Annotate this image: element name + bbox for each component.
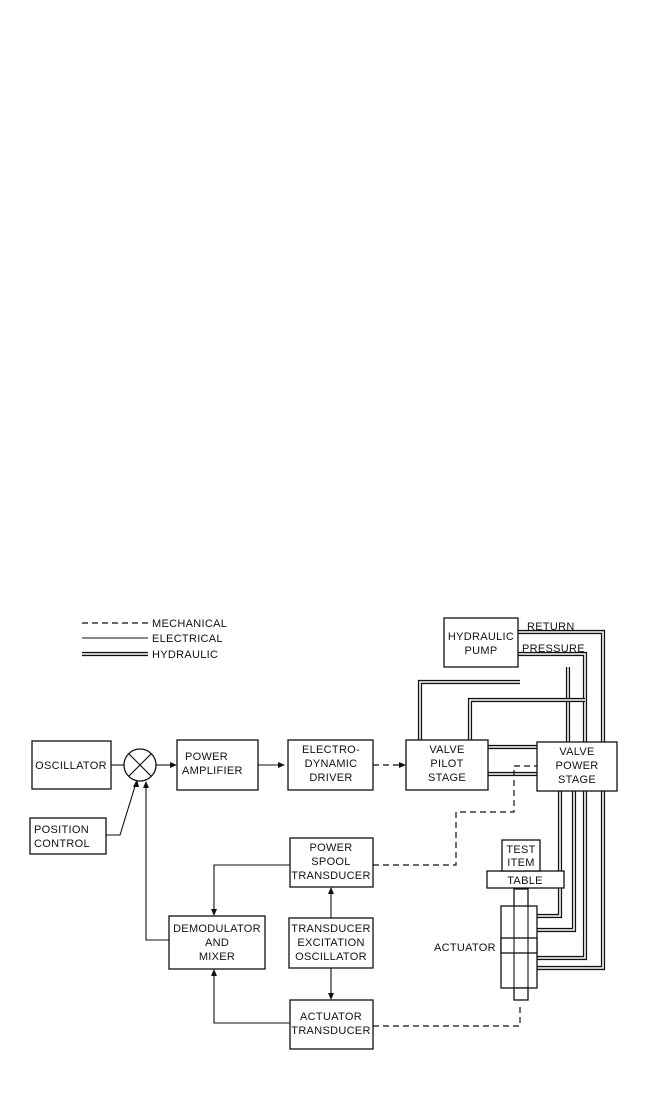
demodulator-mixer-block: DEMODULATOR AND MIXER: [169, 916, 265, 969]
position-control-block: POSITION CONTROL: [30, 818, 106, 854]
oscillator-block: OSCILLATOR: [32, 741, 111, 789]
test-item-line-2: ITEM: [507, 857, 534, 869]
transducer-excitation-oscillator-line-1: TRANSDUCER: [291, 923, 370, 935]
valve-power-stage-line-3: STAGE: [558, 774, 596, 786]
position-control-line-1: POSITION: [34, 824, 89, 836]
valve-power-stage-line-1: VALVE: [559, 746, 594, 758]
electrodynamic-driver-line-2: DYNAMIC: [305, 758, 358, 770]
legend: MECHANICAL ELECTRICAL HYDRAULIC: [82, 618, 227, 661]
valve-pilot-stage-block: VALVE PILOT STAGE: [406, 740, 488, 790]
valve-pilot-stage-line-1: VALVE: [429, 744, 464, 756]
valve-pilot-stage-line-3: STAGE: [428, 772, 466, 784]
electrodynamic-driver-line-1: ELECTRO-: [302, 744, 360, 756]
power-spool-transducer-line-1: POWER: [309, 842, 352, 854]
actuator-label: ACTUATOR: [434, 942, 496, 954]
power-amplifier-block: POWER AMPLIFIER: [177, 740, 258, 790]
valve-pilot-stage-line-2: PILOT: [430, 758, 463, 770]
hydraulic-pump-line-2: PUMP: [465, 645, 498, 657]
pressure-label: PRESSURE: [522, 643, 585, 655]
valve-power-stage-line-2: POWER: [555, 760, 598, 772]
transducer-excitation-oscillator-line-3: OSCILLATOR: [295, 951, 367, 963]
return-label: RETURN: [527, 621, 575, 633]
electrodynamic-driver-block: ELECTRO- DYNAMIC DRIVER: [288, 740, 373, 790]
power-spool-transducer-line-2: SPOOL: [311, 856, 350, 868]
table-label: TABLE: [507, 875, 543, 887]
valve-power-stage-block: VALVE POWER STAGE: [537, 742, 617, 791]
actuator-transducer-line-2: TRANSDUCER: [291, 1025, 370, 1037]
transducer-excitation-oscillator-block: TRANSDUCER EXCITATION OSCILLATOR: [289, 918, 373, 968]
electrodynamic-driver-line-3: DRIVER: [309, 772, 352, 784]
actuator-transducer-line-1: ACTUATOR: [300, 1011, 362, 1023]
power-amplifier-line-2: AMPLIFIER: [182, 765, 243, 777]
legend-hydraulic-label: HYDRAULIC: [152, 649, 218, 661]
oscillator-label: OSCILLATOR: [35, 760, 107, 772]
actuator-piston: [501, 938, 537, 953]
power-amplifier-line-1: POWER: [185, 751, 228, 763]
hydraulic-pump-block: HYDRAULIC PUMP: [444, 618, 518, 667]
demodulator-mixer-line-2: AND: [205, 937, 229, 949]
demodulator-mixer-line-1: DEMODULATOR: [173, 923, 261, 935]
legend-mechanical-label: MECHANICAL: [152, 618, 227, 630]
actuator-transducer-block: ACTUATOR TRANSDUCER: [290, 1000, 373, 1049]
test-item-line-1: TEST: [506, 844, 535, 856]
power-spool-transducer-block: POWER SPOOL TRANSDUCER: [290, 838, 373, 887]
electrical-wires: [106, 762, 334, 1023]
summing-junction: [124, 749, 156, 781]
power-spool-transducer-line-3: TRANSDUCER: [291, 870, 370, 882]
position-control-line-2: CONTROL: [34, 838, 90, 850]
demodulator-mixer-line-3: MIXER: [199, 951, 235, 963]
legend-electrical-label: ELECTRICAL: [152, 633, 223, 645]
transducer-excitation-oscillator-line-2: EXCITATION: [297, 937, 364, 949]
hydraulic-pump-line-1: HYDRAULIC: [448, 631, 514, 643]
actuator-rod-bottom: [514, 988, 528, 1000]
actuator-assembly: TABLE TEST ITEM ACTUATOR: [434, 840, 564, 1000]
